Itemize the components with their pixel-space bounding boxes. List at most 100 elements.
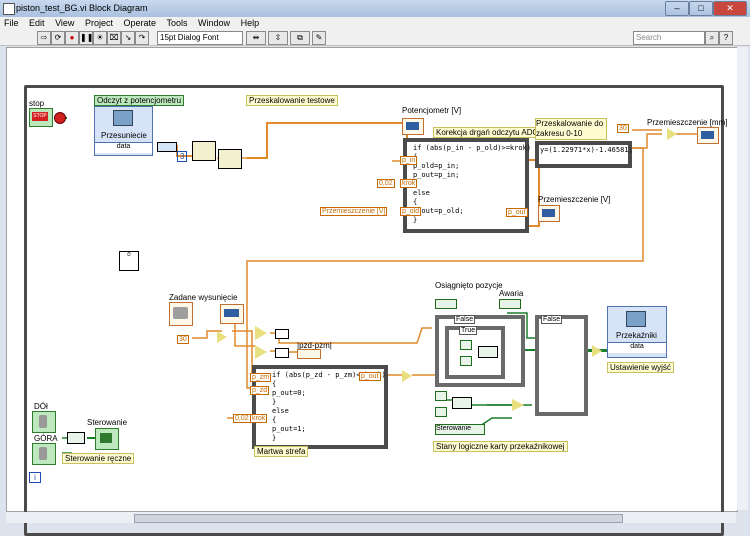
step-into-icon[interactable]: ↘ [121,31,135,45]
run-continuous-icon[interactable]: ⟳ [51,31,65,45]
toggle-switch-icon [39,415,47,428]
sterowanie-local[interactable]: Sterowanie [435,424,485,435]
przem-v-local[interactable]: Przemieszczenie [V] [320,207,388,216]
menu-help[interactable]: Help [240,18,260,28]
subset-icon[interactable] [218,149,242,169]
numeric-indicator-icon [224,309,239,317]
title-bar: piston_test_BG.vi Block Diagram – □ ✕ [0,0,750,18]
step-over-icon[interactable]: ↷ [135,31,149,45]
build-array2-icon[interactable] [452,397,472,409]
przem-mm-label: Przemieszczenie [mm] [647,118,728,127]
zadane-control[interactable] [169,302,193,326]
adc-formula-node[interactable] [403,138,529,233]
index-array-icon[interactable] [192,141,216,161]
menu-file[interactable]: File [4,18,19,28]
pzd-pzm-label: |pzd-pzm| [297,341,332,350]
dol-control[interactable] [32,411,56,433]
convert-icon[interactable] [275,329,289,339]
compare-icon[interactable] [255,326,267,340]
rescale-formula-node[interactable] [535,141,632,168]
build-array-icon[interactable] [478,346,498,358]
case-selector-false1[interactable]: False [454,315,476,324]
adc-p-out: p_out [506,208,528,217]
przem-v-label: Przemieszczenie [V] [538,195,611,204]
menu-bar: File Edit View Project Operate Tools Win… [0,17,750,30]
const-30a[interactable]: 30 [617,124,629,133]
align-icon[interactable]: ⇹ [246,31,266,45]
tf-const4 [435,407,447,417]
cleanup-icon[interactable]: ✎ [312,31,326,45]
dead-p-out: p_out [359,372,381,381]
dead-label: Martwa strefa [254,446,309,457]
font-select[interactable]: 15pt Dialog Font [157,31,243,45]
search-input[interactable]: Search [633,31,705,45]
horizontal-scroll-thumb[interactable] [134,514,623,523]
menu-operate[interactable]: Operate [123,18,156,28]
convert2-icon[interactable] [275,348,289,358]
tf-const1 [460,340,472,350]
stop-label: stop [29,99,45,108]
retain-wire-icon[interactable]: ⌧ [107,31,121,45]
minimize-button[interactable]: – [665,1,689,16]
block-diagram-canvas[interactable]: stop STOP Odczyt z potencjometru Przesun… [6,47,738,536]
highlight-execution-icon[interactable]: ☀ [93,31,107,45]
dead-p-zm: p_zm [250,373,272,382]
distribute-icon[interactable]: ⇳ [268,31,288,45]
search-icon[interactable]: ⌕ [705,31,719,45]
case-selector-false2[interactable]: False [541,315,563,324]
read-pot-node[interactable]: Przesuniecie data [94,106,153,156]
const-002[interactable]: 0,02 [377,179,395,188]
menu-edit[interactable]: Edit [29,18,45,28]
numeric-indicator-icon [406,122,419,130]
close-button[interactable]: ✕ [713,1,747,16]
read-pot-data: data [95,142,152,153]
case-selector-true[interactable]: True [459,326,478,335]
toggle-switch-icon [39,447,47,460]
const-30b[interactable]: 30 [177,335,189,344]
dol-label: DÓł [34,402,48,411]
abs-icon[interactable] [255,345,267,359]
zadane-label: Zadane wysunięcie [169,293,238,302]
stop-control[interactable]: STOP [29,108,53,127]
vertical-scrollbar[interactable] [737,47,748,510]
gora-label: GÓRA [34,434,58,443]
menu-window[interactable]: Window [198,18,231,28]
rescale-label: Przeskalowanie do zakresu 0-10 [535,118,607,140]
multiply2-icon[interactable] [217,331,227,343]
read-pot-node-label: Przesuniecie [101,131,147,140]
dead-krok: krok [250,414,268,423]
select-icon[interactable] [402,370,412,382]
awaria-label: Awaria [499,289,524,298]
loop-iteration: i [29,472,41,483]
timing-icon[interactable]: ⏱ [119,251,139,271]
abort-icon[interactable]: ● [65,31,79,45]
case-structure-awaria[interactable] [535,315,588,416]
select2-icon[interactable] [512,399,524,411]
convert-data-icon[interactable] [157,142,177,152]
pause-icon[interactable]: ❚❚ [79,31,93,45]
help-icon[interactable]: ? [719,31,733,45]
przekazniki-node[interactable]: Przekaźniki data [607,306,667,358]
sterowanie-indicator [95,428,119,450]
menu-tools[interactable]: Tools [166,18,188,28]
multiply-icon[interactable] [667,128,677,140]
zadane-indicator [220,304,244,324]
przem-v-indicator [538,205,560,222]
rescale-test-label: Przeskalowanie testowe [246,95,338,106]
const-002b[interactable]: 0,02 [233,414,251,423]
not-icon[interactable] [592,345,602,357]
menu-view[interactable]: View [55,18,75,28]
maximize-button[interactable]: □ [689,1,713,16]
stop-condition-icon [54,112,66,124]
menu-project[interactable]: Project [84,18,113,28]
build-array3-icon[interactable] [67,432,85,444]
horizontal-scrollbar[interactable] [6,512,736,523]
const-3[interactable]: 3 [177,151,188,162]
bool-array-icon [100,433,112,443]
przem-mm-indicator [697,127,719,144]
reorder-icon[interactable]: ⧉ [290,31,310,45]
run-arrow-icon[interactable]: ⇨ [37,31,51,45]
adc-label: Korekcja drgań odczytu ADC [433,127,542,138]
pot-indicator [402,118,424,135]
gora-control[interactable] [32,443,56,465]
